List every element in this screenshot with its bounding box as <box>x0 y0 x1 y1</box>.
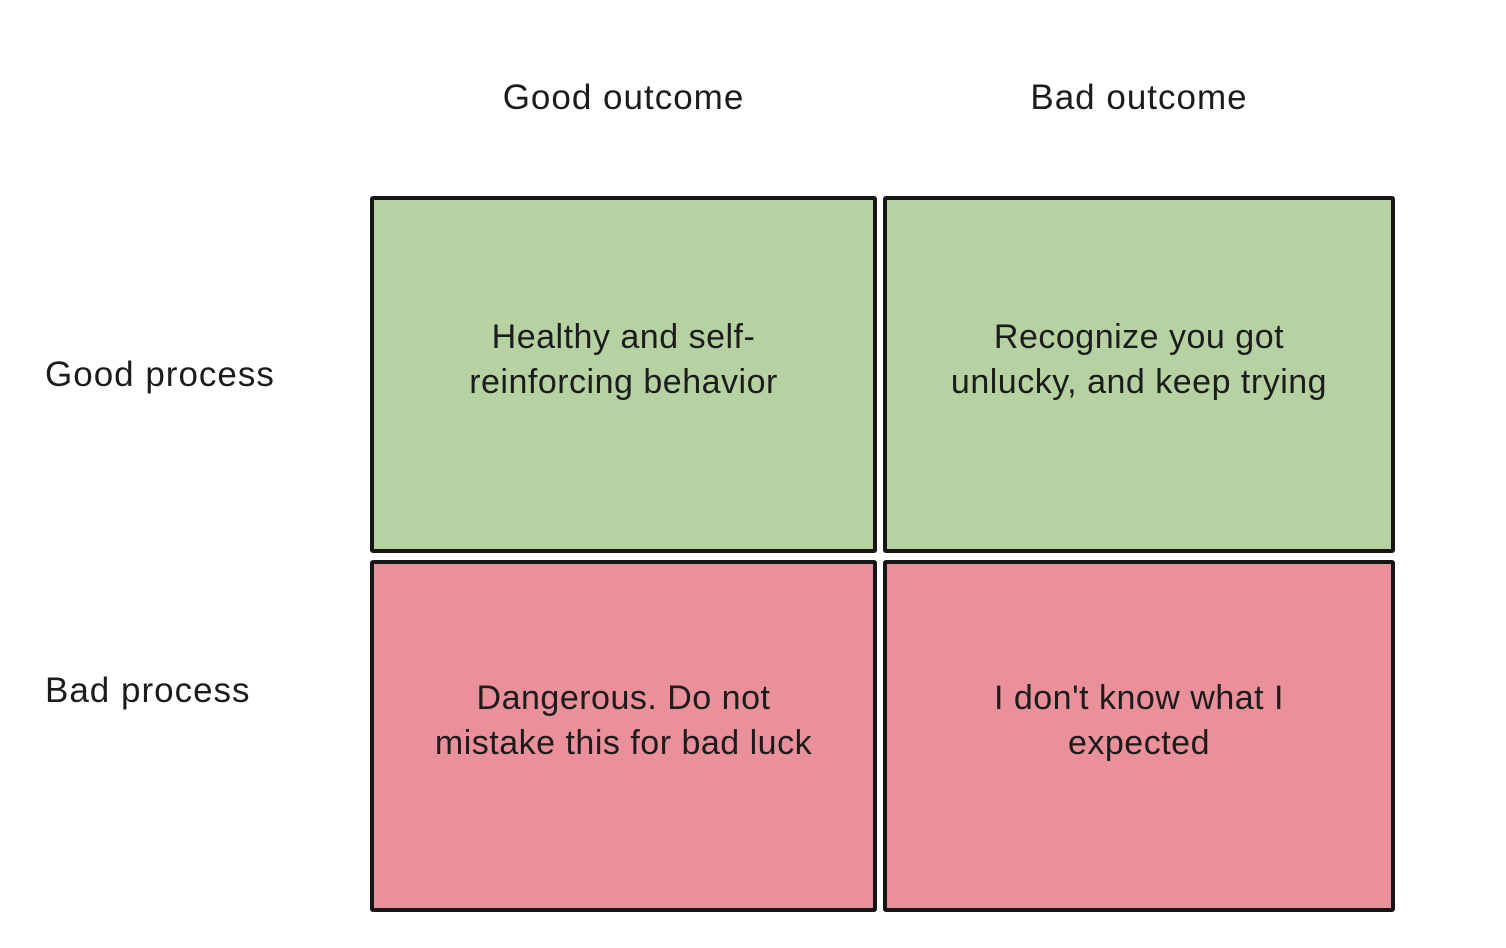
quadrant-text: Healthy and self- reinforcing behavior <box>469 317 778 401</box>
row-header-good-process: Good process <box>45 354 275 394</box>
quadrant-good-process-good-outcome: Healthy and self- reinforcing behavior <box>370 196 877 553</box>
quadrant-text: Dangerous. Do not mistake this for bad l… <box>434 679 813 762</box>
quadrant-text: Recognize you got unlucky, and keep tryi… <box>950 317 1328 401</box>
row-header-bad-process: Bad process <box>45 671 251 710</box>
quadrant-bad-process-bad-outcome: I don't know what I expected <box>883 560 1395 912</box>
quadrant-bad-process-good-outcome: Dangerous. Do not mistake this for bad l… <box>370 560 877 912</box>
column-header-good-outcome: Good outcome <box>502 77 745 117</box>
column-header-bad-outcome: Bad outcome <box>1030 77 1248 117</box>
quadrant-text: I don't know what I expected <box>993 679 1285 762</box>
quadrant-good-process-bad-outcome: Recognize you got unlucky, and keep tryi… <box>883 196 1395 553</box>
